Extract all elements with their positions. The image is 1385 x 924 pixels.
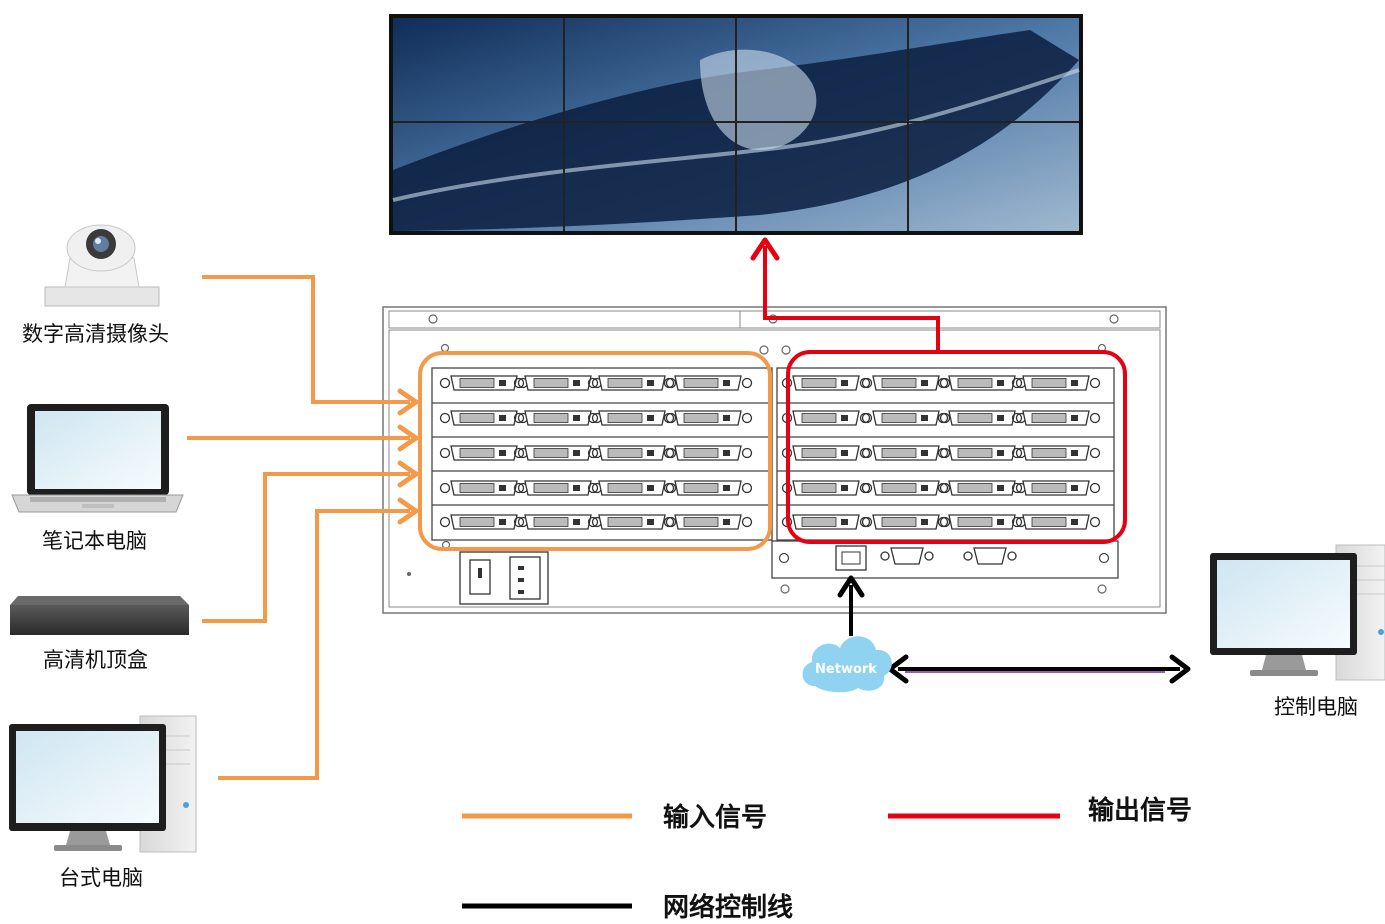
- legend-output-label: 输出信号: [1088, 796, 1193, 826]
- network-cloud-label: Network: [815, 662, 877, 677]
- control-pc-icon: [1210, 544, 1385, 681]
- network-cloud-icon: [802, 636, 892, 693]
- legend-input-label: 输入信号: [663, 803, 768, 833]
- laptop-label: 笔记本电脑: [42, 529, 147, 553]
- video-wall-icon: [389, 14, 1083, 235]
- matrix-switcher-icon: [382, 306, 1167, 614]
- desktop-pc-icon: [9, 715, 197, 853]
- set-top-box-icon: [10, 596, 189, 635]
- output-signal-line: [750, 237, 940, 353]
- control-pc-label: 控制电脑: [1274, 695, 1358, 719]
- input-group-outline: [418, 351, 772, 551]
- laptop-icon: [11, 404, 184, 513]
- camera-label: 数字高清摄像头: [22, 322, 169, 346]
- set-top-box-label: 高清机顶盒: [43, 648, 148, 672]
- legend-control-label: 网络控制线: [663, 893, 794, 923]
- camera-icon: [44, 224, 160, 307]
- output-group-outline: [786, 350, 1127, 544]
- input-signal-lines: [187, 275, 419, 780]
- desktop-pc-label: 台式电脑: [59, 866, 143, 890]
